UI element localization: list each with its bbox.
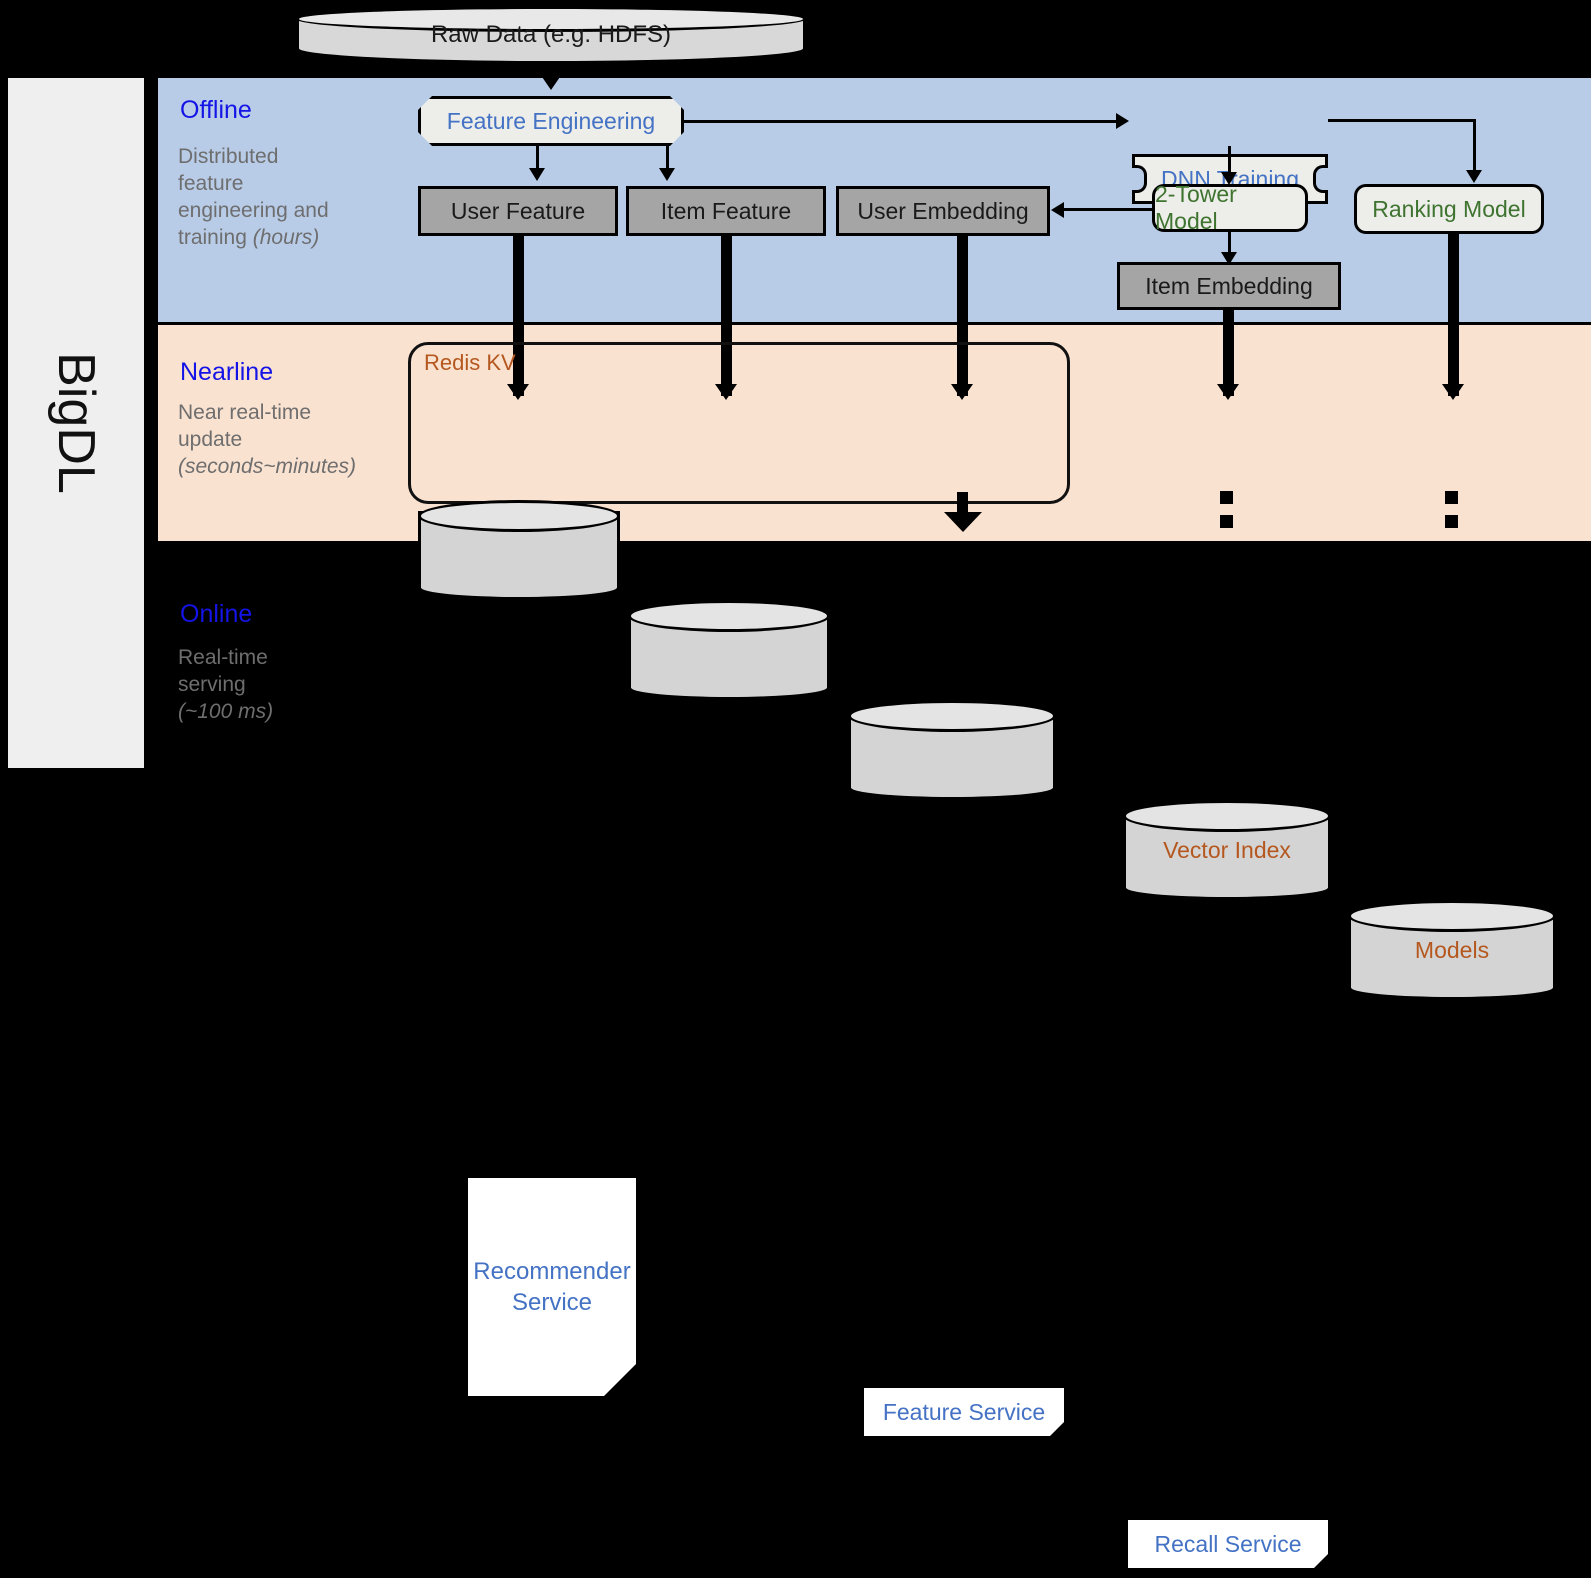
band-title-nearline: Nearline [180,358,274,386]
node-two-tower-model[interactable]: 2-Tower Model [1152,181,1308,234]
store-models[interactable]: Models [1348,900,1556,1000]
edge-twotower-itemembedding-arrow [1221,252,1237,265]
node-feature-engineering[interactable]: Feature Engineering [418,96,684,146]
bigdl-label: BigDL [8,78,144,768]
store-item-feature[interactable] [628,600,830,700]
node-user-embedding[interactable]: User Embedding [836,186,1050,236]
band-title-online: Online [180,600,253,628]
band-desc-nearline: Near real-time update (seconds~minutes) [178,400,413,481]
dnn-notch-left [1132,165,1147,193]
node-recommender-service[interactable]: Recommender Service [468,1178,636,1396]
store-models-label: Models [1414,936,1490,963]
edge-store3-featureservice-arrow [944,512,982,532]
edge-vectorindex-stub-1 [1220,491,1233,504]
offline-desc-line-4-plain: training [178,225,253,249]
node-feature-service[interactable]: Feature Service [864,1388,1064,1436]
edge-userembedding-store3-arrow [951,384,973,400]
node-item-embedding-label: Item Embedding [1145,272,1313,299]
node-user-embedding-label: User Embedding [857,197,1029,224]
node-item-feature-label: Item Feature [660,197,792,224]
store-vector-index-label: Vector Index [1163,836,1291,863]
edge-dnn-twotower-line [1228,146,1231,178]
node-user-feature-label: User Feature [450,197,586,224]
band-nearline [158,325,1591,541]
dnn-notch-right [1313,165,1328,193]
edge-rankingmodel-models-line [1448,234,1459,396]
node-ranking-model[interactable]: Ranking Model [1354,184,1544,234]
edge-twotower-userembedding-line [1064,208,1154,211]
store-user-feature[interactable] [418,500,620,600]
nearline-desc-line-3: (seconds~minutes) [178,454,356,478]
edge-rankingmodel-models-arrow [1442,384,1464,400]
edge-store3-featureservice-line [957,492,968,516]
edge-rawdata-fe-arrow [540,74,562,90]
edge-models-stub-2 [1445,515,1458,528]
offline-desc-line-1: Distributed [178,145,279,168]
node-recall-service-label: Recall Service [1154,1530,1302,1557]
node-recall-service[interactable]: Recall Service [1128,1520,1328,1568]
node-ranking-model-label: Ranking Model [1372,195,1526,222]
page-fold-icon [604,1364,636,1396]
store-user-feature-label [418,500,620,600]
band-title-offline: Offline [180,96,252,124]
edge-twotower-itemembedding-line [1228,232,1231,260]
store-item-feature-label [628,600,830,700]
node-two-tower-model-label: 2-Tower Model [1155,181,1237,234]
edge-itemembedding-vectorindex-arrow [1217,384,1239,400]
offline-desc-line-4-italic: (hours) [252,225,320,249]
edge-dnn-twotower-arrow [1221,172,1237,185]
edge-fe-userfeature-line [536,146,539,172]
edge-fe-itemfeature-arrow [659,168,675,181]
edge-dnn-ranking-v [1473,119,1476,175]
offline-desc-line-4: training (hours) [178,225,408,252]
online-desc-line-3: (~100 ms) [178,699,274,723]
node-feature-engineering-label: Feature Engineering [446,107,656,134]
edge-userfeature-store1-line [513,236,524,396]
edge-fe-itemfeature-line [666,146,669,172]
raw-data-label: Raw Data (e.g. HDFS) [430,21,672,48]
page-fold-icon [1314,1554,1328,1568]
store-user-embedding[interactable] [848,700,1056,800]
online-desc-line-1: Real-time [178,646,268,669]
store-user-embedding-label [848,700,1056,800]
band-desc-online: Real-time serving (~100 ms) [178,645,413,726]
store-item-feature-top [628,600,830,632]
edge-dnn-ranking-h [1328,119,1476,122]
edge-itemfeature-store2-arrow [715,384,737,400]
redis-kv-container [408,342,1070,504]
node-item-embedding[interactable]: Item Embedding [1117,262,1341,310]
bigdl-platform-rail: BigDL [8,78,144,768]
raw-data-store: Raw Data (e.g. HDFS) [296,6,806,64]
edge-vectorindex-stub-2 [1220,515,1233,528]
edge-twotower-userembedding-arrow [1051,202,1064,218]
nearline-desc-line-2: update [178,427,243,451]
edge-fe-dnn-line [684,120,1116,123]
edge-rawdata-fe-line [549,64,552,78]
edge-userfeature-store1-arrow [507,384,529,400]
nearline-desc-line-1: Near real-time [178,401,312,424]
offline-desc-line-2: feature [178,171,244,195]
edge-dnn-ranking-arrow [1466,170,1482,183]
offline-desc-line-3: engineering and [178,198,329,222]
edge-models-stub-1 [1445,491,1458,504]
edge-itemembedding-vectorindex-line [1223,310,1234,396]
store-user-feature-top [418,500,620,532]
edge-fe-userfeature-arrow [529,168,545,181]
store-vector-index[interactable]: Vector Index [1123,800,1331,900]
node-item-feature[interactable]: Item Feature [626,186,826,236]
online-desc-line-2: serving [178,672,246,696]
edge-fe-dnn-arrow [1116,113,1129,129]
node-user-feature[interactable]: User Feature [418,186,618,236]
redis-kv-label: Redis KV [424,350,516,375]
diagram-canvas: BigDL Offline Distributed feature engine… [8,6,1591,789]
bigdl-label-text: BigDL [47,352,106,494]
edge-userembedding-store3-line [957,236,968,396]
store-user-embedding-top [848,700,1056,732]
node-feature-service-label: Feature Service [882,1398,1046,1425]
node-recommender-service-label: Recommender Service [473,1257,631,1316]
band-desc-offline: Distributed feature engineering and trai… [178,144,408,252]
raw-data-cylinder-top [296,6,806,32]
edge-itemfeature-store2-line [721,236,732,396]
page-fold-icon [1050,1422,1064,1436]
